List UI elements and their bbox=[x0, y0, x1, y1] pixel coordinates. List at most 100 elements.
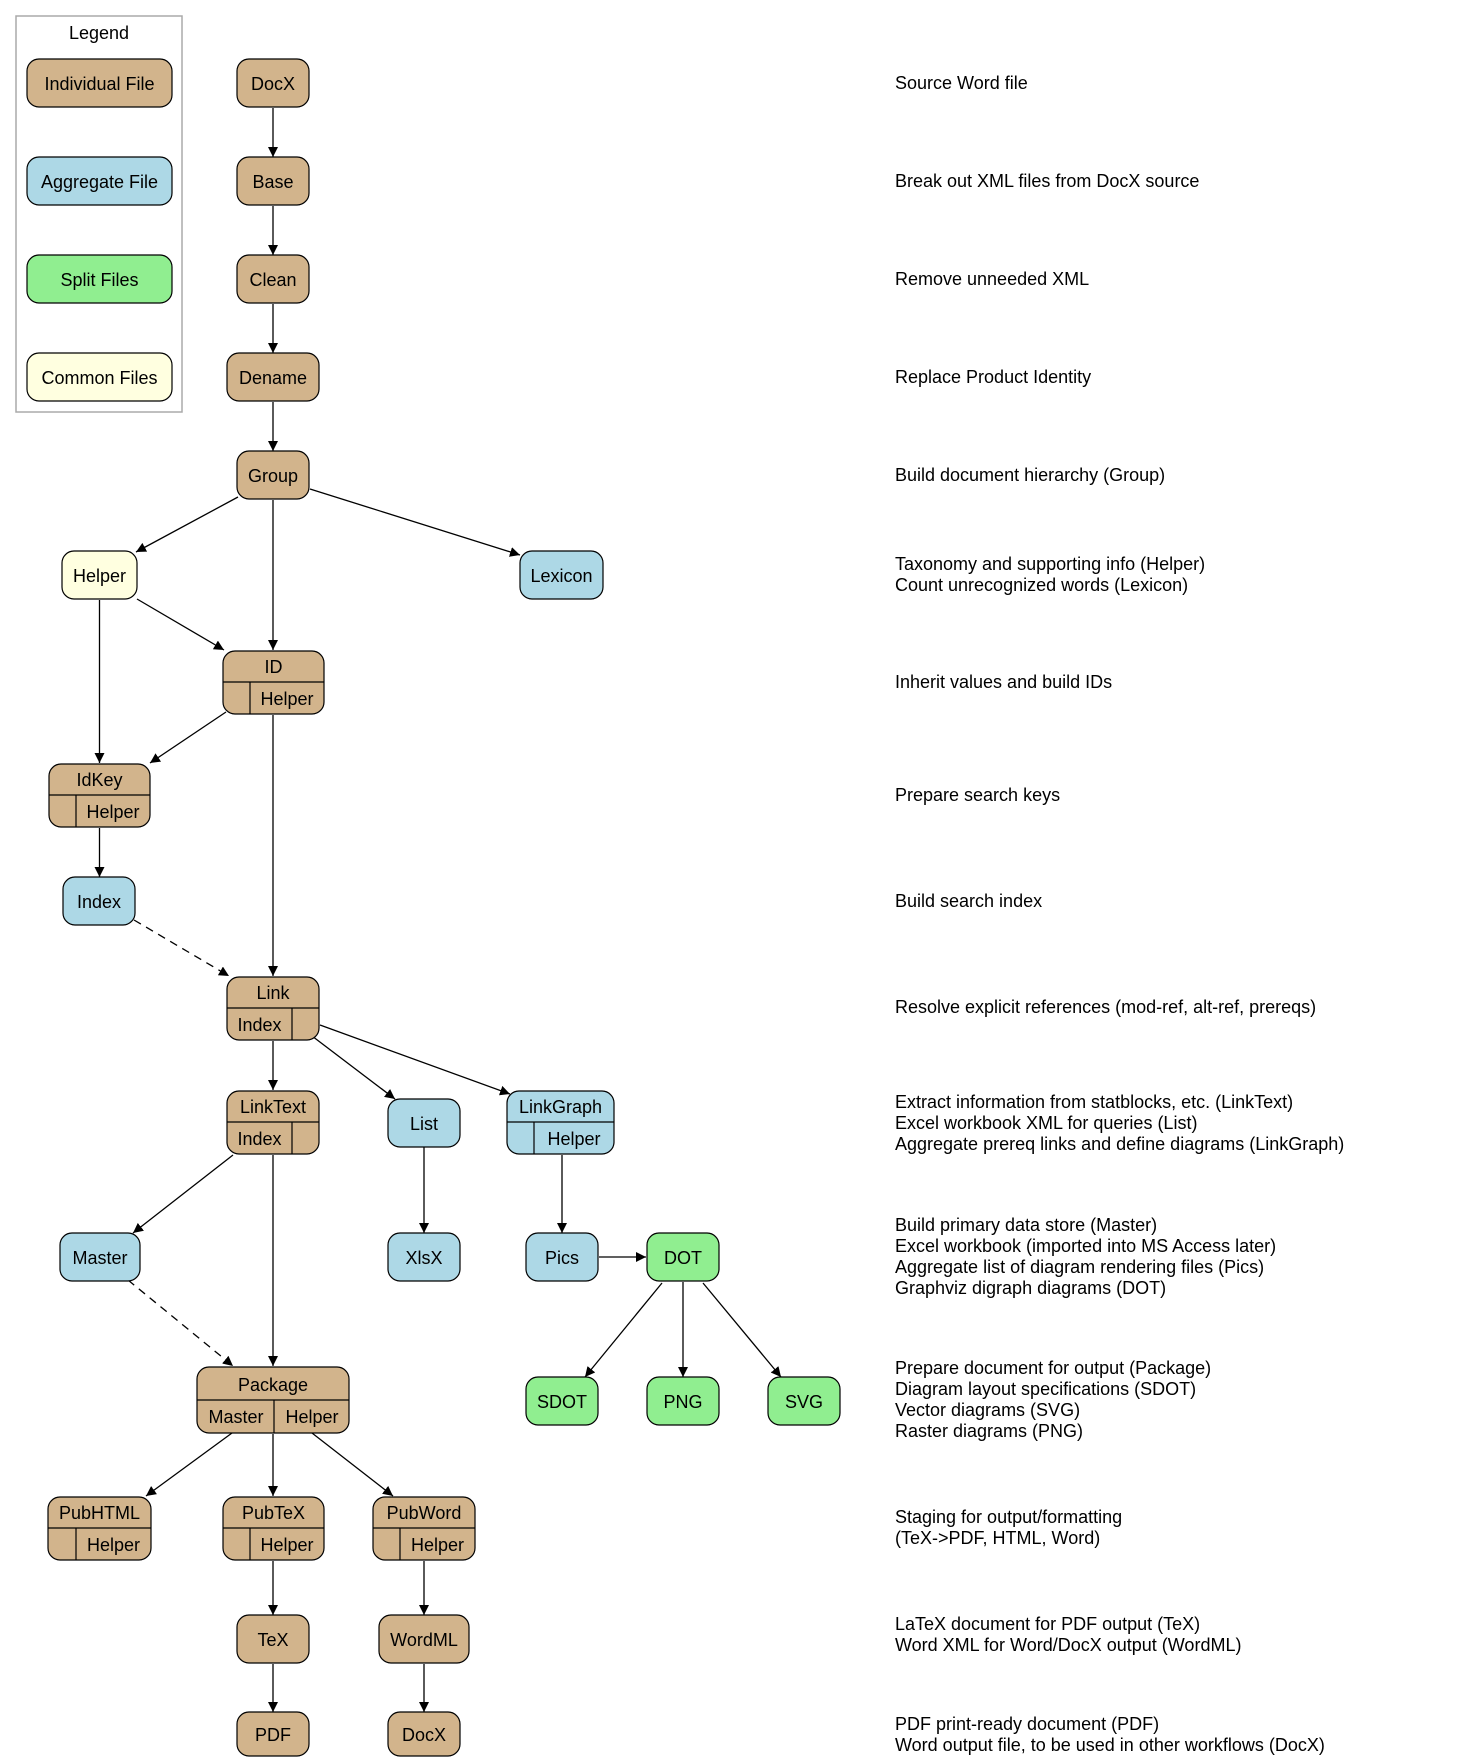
node-pubtex: PubTeX Helper bbox=[222, 1496, 325, 1561]
node-dot: DOT bbox=[646, 1232, 720, 1282]
edge-id-idkey bbox=[149, 711, 227, 764]
svg-text:PNG: PNG bbox=[663, 1392, 702, 1412]
edge-package-pubhtml bbox=[145, 1432, 233, 1497]
svg-text:Dename: Dename bbox=[239, 368, 307, 388]
svg-text:Group: Group bbox=[248, 466, 298, 486]
svg-text:LinkText: LinkText bbox=[240, 1097, 306, 1117]
node-pdf: PDF bbox=[236, 1711, 310, 1757]
svg-text:Helper: Helper bbox=[73, 566, 126, 586]
svg-text:Helper: Helper bbox=[260, 689, 313, 709]
node-tex: TeX bbox=[236, 1614, 310, 1664]
node-helper: Helper bbox=[61, 550, 138, 600]
svg-text:PDF: PDF bbox=[255, 1725, 291, 1745]
svg-text:XlsX: XlsX bbox=[405, 1248, 442, 1268]
svg-text:Split Files: Split Files bbox=[60, 270, 138, 290]
node-pubword: PubWord Helper bbox=[372, 1496, 476, 1561]
edge-dot-sdot bbox=[584, 1282, 663, 1378]
legend-title: Legend bbox=[69, 23, 129, 43]
legend-split-files: Split Files bbox=[26, 254, 173, 304]
svg-text:IdKey: IdKey bbox=[76, 770, 122, 790]
svg-text:Common Files: Common Files bbox=[41, 368, 157, 388]
legend-aggregate-file: Aggregate File bbox=[26, 156, 173, 206]
svg-text:Helper: Helper bbox=[411, 1535, 464, 1555]
edge-master-package bbox=[127, 1279, 234, 1367]
node-base: Base bbox=[236, 156, 310, 206]
node-package: Package Master Helper bbox=[196, 1366, 350, 1434]
edge-link-list bbox=[311, 1035, 396, 1100]
node-link: Link Index bbox=[226, 976, 320, 1041]
description-idkey: Prepare search keys bbox=[895, 785, 1061, 805]
edge-helper-id bbox=[136, 598, 225, 651]
svg-text:Individual File: Individual File bbox=[44, 74, 154, 94]
node-linktext: LinkText Index bbox=[226, 1090, 320, 1155]
node-docx: DocX bbox=[236, 58, 310, 108]
node-wordml: WordML bbox=[378, 1614, 470, 1664]
edge-index-link bbox=[133, 919, 230, 977]
node-pubhtml: PubHTML Helper bbox=[47, 1496, 152, 1561]
description-base: Break out XML files from DocX source bbox=[895, 171, 1200, 191]
svg-text:WordML: WordML bbox=[390, 1630, 458, 1650]
description-pdf-docx: PDF print-ready document (PDF) Word outp… bbox=[895, 1714, 1325, 1755]
node-svg: SVG bbox=[767, 1376, 841, 1426]
description-index: Build search index bbox=[895, 891, 1043, 911]
svg-text:PubTeX: PubTeX bbox=[242, 1503, 305, 1523]
svg-text:Helper: Helper bbox=[260, 1535, 313, 1555]
legend-common-files: Common Files bbox=[26, 352, 173, 402]
edge-dot-svg bbox=[702, 1282, 782, 1378]
description-link: Resolve explicit references (mod-ref, al… bbox=[895, 997, 1317, 1017]
description-package-sdot-svg-png: Prepare document for output (Package) Di… bbox=[895, 1358, 1212, 1441]
svg-text:Master: Master bbox=[208, 1407, 263, 1427]
svg-text:Pics: Pics bbox=[545, 1248, 579, 1268]
node-png: PNG bbox=[646, 1376, 720, 1426]
node-linkgraph: LinkGraph Helper bbox=[506, 1090, 615, 1155]
svg-text:Helper: Helper bbox=[87, 1535, 140, 1555]
svg-text:Base: Base bbox=[252, 172, 293, 192]
svg-text:Index: Index bbox=[237, 1015, 281, 1035]
node-sdot: SDOT bbox=[525, 1376, 599, 1426]
svg-text:Aggregate File: Aggregate File bbox=[41, 172, 158, 192]
svg-text:LinkGraph: LinkGraph bbox=[519, 1097, 602, 1117]
svg-text:SVG: SVG bbox=[785, 1392, 823, 1412]
svg-text:Helper: Helper bbox=[285, 1407, 338, 1427]
description-clean: Remove unneeded XML bbox=[895, 269, 1090, 289]
node-dename: Dename bbox=[226, 352, 320, 402]
edge-linktext-master bbox=[132, 1154, 234, 1234]
description-master-xlsx-pics-dot: Build primary data store (Master) Excel … bbox=[895, 1215, 1277, 1298]
svg-text:Link: Link bbox=[256, 983, 290, 1003]
svg-text:ID: ID bbox=[265, 657, 283, 677]
node-master: Master bbox=[59, 1232, 141, 1282]
description-id: Inherit values and build IDs bbox=[895, 672, 1113, 692]
description-dename: Replace Product Identity bbox=[895, 367, 1092, 387]
node-list: List bbox=[387, 1098, 461, 1148]
svg-text:Index: Index bbox=[77, 892, 121, 912]
svg-text:List: List bbox=[410, 1114, 438, 1134]
svg-text:PubWord: PubWord bbox=[387, 1503, 462, 1523]
svg-text:Lexicon: Lexicon bbox=[530, 566, 592, 586]
node-idkey: IdKey Helper bbox=[48, 763, 151, 828]
description-group: Build document hierarchy (Group) bbox=[895, 465, 1166, 485]
description-docx: Source Word file bbox=[895, 73, 1028, 93]
description-linktext-list-linkgraph: Extract information from statblocks, etc… bbox=[895, 1092, 1345, 1154]
node-clean: Clean bbox=[236, 254, 310, 304]
svg-text:Helper: Helper bbox=[86, 802, 139, 822]
edge-group-lexicon bbox=[309, 488, 521, 557]
svg-text:Helper: Helper bbox=[547, 1129, 600, 1149]
node-id: ID Helper bbox=[222, 650, 325, 715]
edge-link-linkgraph bbox=[319, 1024, 511, 1096]
description-tex-wordml: LaTeX document for PDF output (TeX) Word… bbox=[895, 1614, 1242, 1655]
edge-package-pubword bbox=[311, 1432, 394, 1497]
svg-text:Package: Package bbox=[238, 1375, 308, 1395]
node-xlsx: XlsX bbox=[387, 1232, 461, 1282]
svg-text:DOT: DOT bbox=[664, 1248, 702, 1268]
description-helper-lexicon: Taxonomy and supporting info (Helper) Co… bbox=[895, 554, 1206, 595]
svg-text:Index: Index bbox=[237, 1129, 281, 1149]
node-group: Group bbox=[236, 450, 310, 500]
svg-text:SDOT: SDOT bbox=[537, 1392, 587, 1412]
node-pics: Pics bbox=[525, 1232, 599, 1282]
svg-text:TeX: TeX bbox=[257, 1630, 288, 1650]
svg-text:PubHTML: PubHTML bbox=[59, 1503, 140, 1523]
svg-text:DocX: DocX bbox=[251, 74, 295, 94]
legend: Legend Individual File Aggregate File Sp… bbox=[15, 15, 183, 413]
node-docx-output: DocX bbox=[387, 1711, 461, 1757]
